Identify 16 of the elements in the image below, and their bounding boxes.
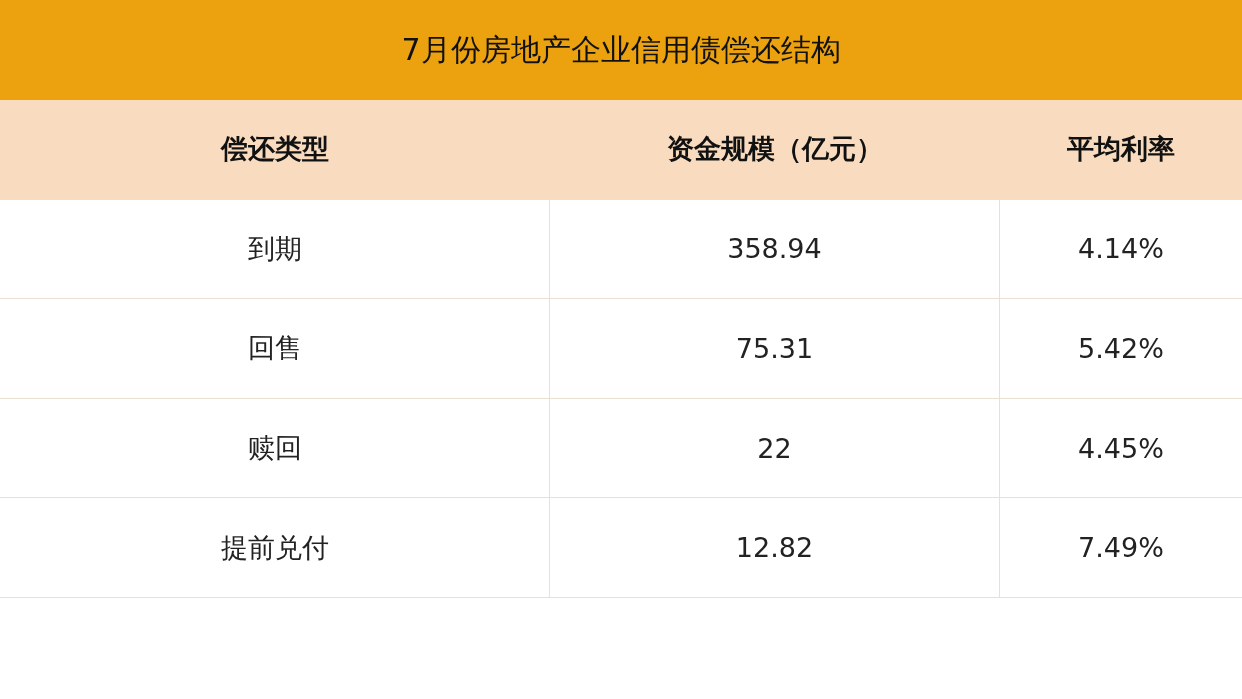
- header-cell: 偿还类型: [0, 100, 550, 200]
- table-cell: 到期: [0, 199, 550, 300]
- title-bar: 7月份房地产企业信用债偿还结构: [0, 0, 1242, 100]
- table-cell: 提前兑付: [0, 498, 550, 598]
- table-cell: 4.14%: [1000, 199, 1242, 300]
- table-cell: 7.49%: [1000, 498, 1242, 598]
- table-cell: 12.82: [550, 498, 1000, 598]
- table-cell: 5.42%: [1000, 299, 1242, 399]
- header-cell: 资金规模（亿元）: [550, 100, 1000, 200]
- table-cell: 22: [550, 398, 1000, 499]
- table-cell: 回售: [0, 299, 550, 399]
- table-cell: 358.94: [550, 199, 1000, 300]
- table-cell: 75.31: [550, 299, 1000, 399]
- table-cell: 4.45%: [1000, 398, 1242, 499]
- table-cell: 赎回: [0, 398, 550, 499]
- header-cell: 平均利率: [1000, 100, 1242, 200]
